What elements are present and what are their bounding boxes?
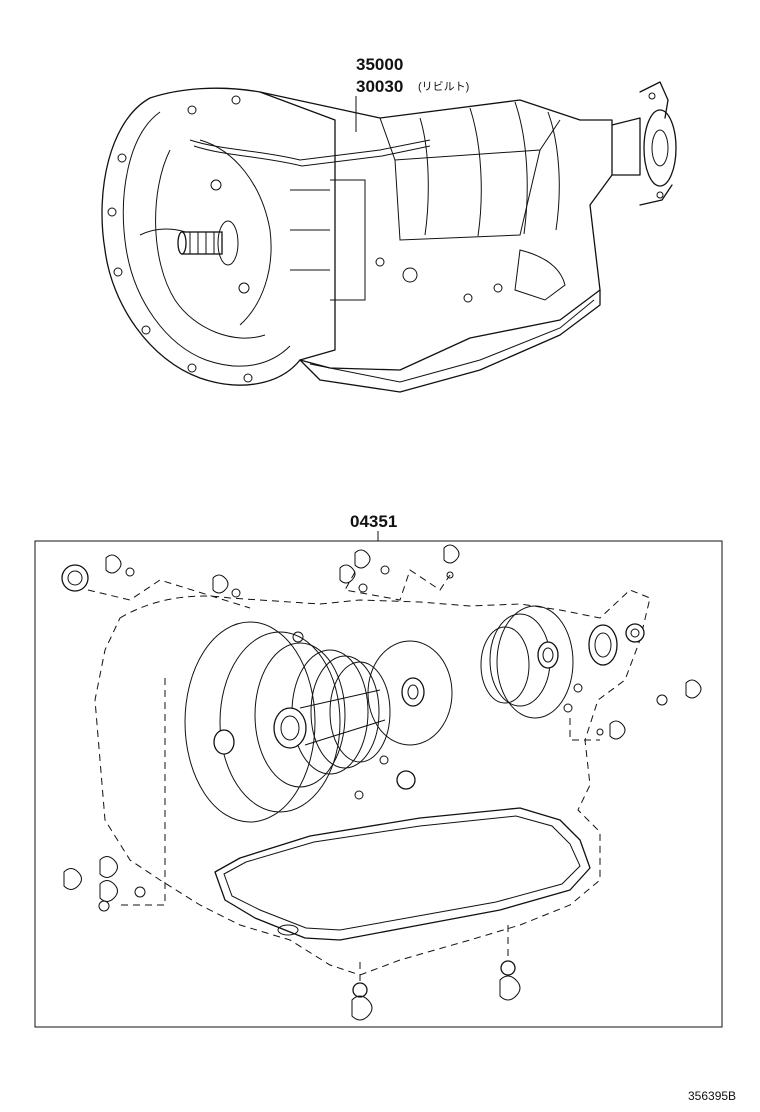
part-number-35000: 35000 <box>356 55 403 74</box>
part-note-rebuilt: (リビルト) <box>418 80 469 93</box>
transmission-assembly-illustration <box>101 81 677 393</box>
part-number-30030: 30030 <box>356 77 403 96</box>
gasket-kit-exploded-view <box>61 544 702 1021</box>
part-number-04351: 04351 <box>350 512 397 531</box>
kit-frame <box>34 540 723 1028</box>
illustration-id: 356395B <box>688 1089 736 1103</box>
